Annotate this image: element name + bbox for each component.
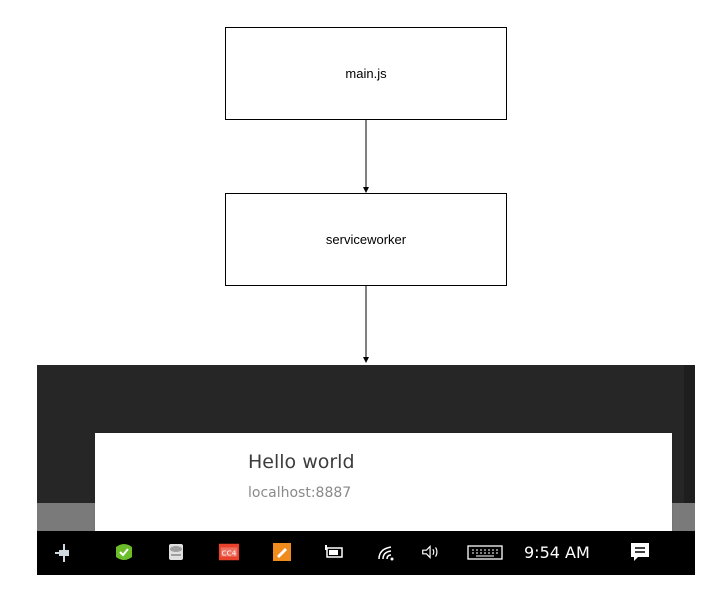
serviceworker-label: serviceworker <box>325 232 407 247</box>
main-js-node: main.js <box>225 27 507 120</box>
disk-app-icon[interactable] <box>165 541 187 563</box>
orange-edit-app-icon[interactable] <box>271 541 293 563</box>
keyboard-icon[interactable] <box>465 541 505 563</box>
arrow-main-to-sw <box>363 120 369 193</box>
notification-origin: localhost:8887 <box>248 485 352 501</box>
wifi-icon[interactable] <box>375 541 397 563</box>
serviceworker-node: serviceworker <box>225 193 507 286</box>
network-plug-icon[interactable] <box>53 541 75 563</box>
notification-title: Hello world <box>248 451 355 473</box>
volume-icon[interactable] <box>420 541 442 563</box>
battery-icon[interactable] <box>323 541 345 563</box>
green-check-app-icon[interactable] <box>113 541 135 563</box>
svg-text:CC4: CC4 <box>222 549 237 558</box>
arrow-sw-to-notification <box>363 286 369 363</box>
main-js-label: main.js <box>345 66 387 81</box>
taskbar-clock[interactable]: 9:54 AM <box>524 543 590 562</box>
notification-toast[interactable]: Hello world localhost:8887 <box>95 433 672 531</box>
desktop-edge <box>684 365 695 575</box>
cc4-app-icon[interactable]: CC4 <box>218 541 240 563</box>
notification-center-icon[interactable] <box>629 541 651 563</box>
taskbar: CC4 <box>37 531 695 575</box>
